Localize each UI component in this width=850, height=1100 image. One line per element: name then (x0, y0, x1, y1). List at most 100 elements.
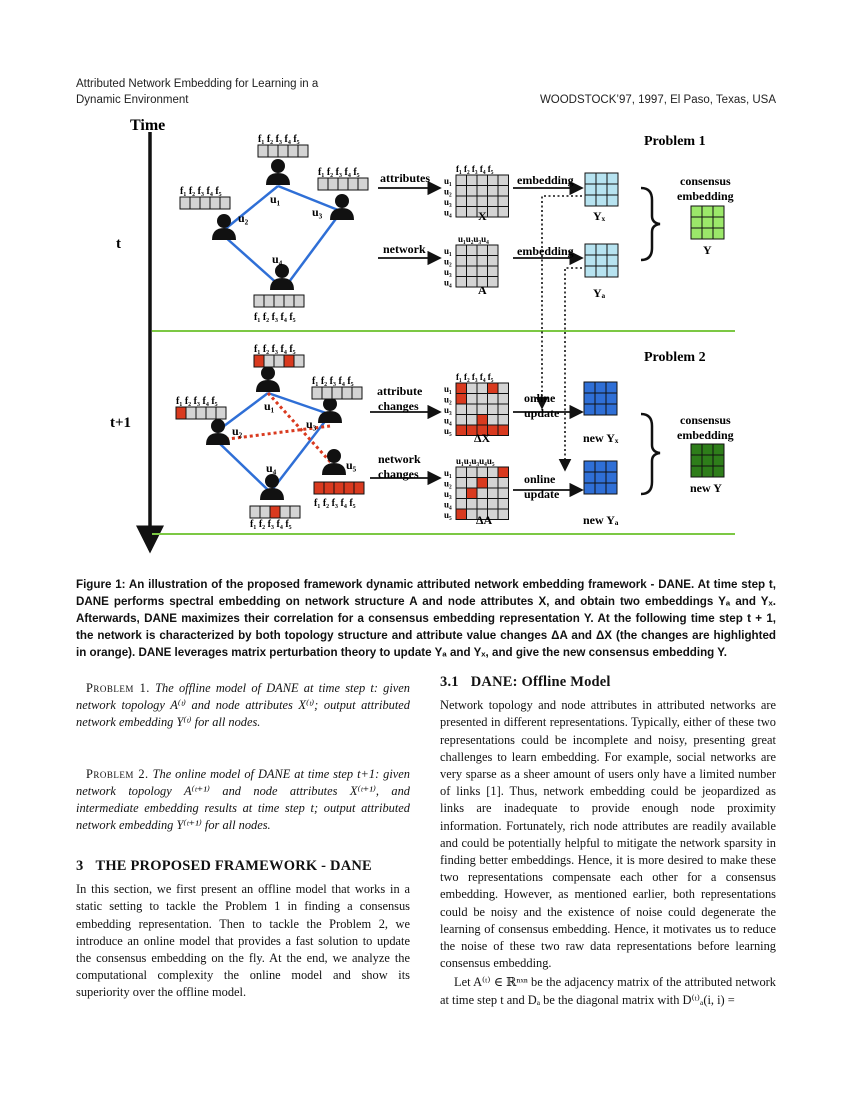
online-update-label-x-1: online (524, 391, 556, 405)
matrix-cell (466, 276, 478, 288)
node-label-u2-t1: u₂ (232, 424, 243, 438)
matrix-cell (595, 183, 608, 196)
matrix-cell (455, 508, 467, 520)
svg-text:f₁ f₂ f₃ f₄ f₅: f₁ f₂ f₃ f₄ f₅ (258, 134, 300, 145)
header-title-line1: Attributed Network Embedding for Learnin… (76, 78, 319, 90)
attribute-cell (263, 354, 275, 368)
a-matrix-col-labels: u₁u₂u₃u₄ (458, 234, 489, 244)
matrix-X-label: X (478, 209, 487, 223)
t1-label: t+1 (110, 415, 131, 431)
matrix-delta-A (455, 466, 509, 520)
matrix-A (455, 244, 499, 288)
matrix-new-Y (690, 443, 725, 478)
attribute-cell (267, 144, 279, 158)
matrix-cell (584, 254, 597, 267)
attributes-label: attributes (380, 171, 430, 185)
attribute-cell (333, 481, 345, 495)
matrix-cell (476, 174, 488, 186)
matrix-cell (476, 382, 488, 394)
matrix-cell (455, 487, 467, 499)
row-label: u₁ (444, 176, 452, 186)
matrix-new-YA-label: new Yₐ (583, 513, 619, 527)
matrix-cell (583, 471, 596, 484)
matrix-cell (594, 471, 607, 484)
matrix-cell (583, 392, 596, 405)
matrix-cell (455, 265, 467, 277)
attribute-cell (269, 505, 281, 519)
matrix-Y-label: Y (703, 243, 712, 257)
matrix-cell (487, 255, 499, 267)
matrix-cell (455, 206, 467, 218)
row-label: u₄ (444, 500, 452, 510)
problem1-statement: Problem 1. The offline model of DANE at … (76, 680, 410, 732)
matrix-cell (497, 424, 509, 436)
attribute-cell (179, 196, 191, 210)
matrix-cell (605, 403, 618, 416)
node-label-u3: u₃ (312, 205, 323, 219)
matrix-cell (712, 227, 725, 240)
matrix-new-YX-label: new Yₓ (583, 431, 619, 445)
matrix-cell (594, 381, 607, 394)
matrix-cell (466, 382, 478, 394)
matrix-cell (497, 403, 509, 415)
user-icon-u1-t1 (256, 366, 280, 392)
network-label: network (383, 242, 426, 256)
matrix-cell (712, 205, 725, 218)
t-label: t (116, 236, 121, 252)
row-label: u₃ (444, 489, 452, 499)
matrix-cell (466, 185, 478, 197)
node-label-u5-t1: u₅ (346, 458, 357, 472)
matrix-cell (487, 403, 499, 415)
matrix-cell (466, 393, 478, 405)
matrix-cell (476, 466, 488, 478)
attribute-cell (293, 294, 305, 308)
matrix-cell (476, 403, 488, 415)
matrix-cell (487, 276, 499, 288)
attribute-changes-label-2: changes (378, 399, 419, 413)
matrix-cell (455, 244, 467, 256)
figure-caption: Figure 1: An illustration of the propose… (76, 578, 776, 659)
matrix-cell (606, 243, 619, 256)
matrix-cell (455, 276, 467, 288)
problem1-label-text: Problem 1. (86, 681, 150, 695)
matrix-cell (497, 477, 509, 489)
attr-labels-u4-t: f₁ f₂ f₃ f₄ f₅ (254, 312, 296, 323)
row-label: u₃ (444, 267, 452, 277)
attribute-cell (273, 294, 285, 308)
attr-labels-u4-t1: f₁ f₂ f₃ f₄ f₅ (250, 519, 292, 530)
attr-labels-u1-t1: f₁ f₂ f₃ f₄ f₅ (254, 344, 296, 355)
attribute-cell (185, 406, 197, 420)
matrix-cell (583, 460, 596, 473)
row-label: u₁ (444, 384, 452, 394)
attribute-cell (327, 177, 339, 191)
matrix-cell (595, 172, 608, 185)
dx-matrix-col-labels: f₁ f₂ f₃ f₄ f₅ (456, 372, 494, 382)
row-label: u₄ (444, 416, 452, 426)
matrix-cell (455, 466, 467, 478)
matrix-Y (690, 205, 725, 240)
matrix-cell (487, 195, 499, 207)
problem1-text: The offline model of DANE at time step t… (76, 681, 410, 730)
header-title-line2: Dynamic Environment (76, 94, 189, 106)
x-matrix-row-labels: u₁u₂u₃u₄ (444, 176, 452, 218)
matrix-cell (594, 460, 607, 473)
matrix-cell (594, 392, 607, 405)
matrix-cell (487, 206, 499, 218)
matrix-cell (466, 487, 478, 499)
user-icon-u3-t1 (318, 397, 342, 423)
matrix-cell (455, 195, 467, 207)
attribute-cell (289, 505, 301, 519)
matrix-cell (584, 194, 597, 207)
matrix-cell (583, 381, 596, 394)
matrix-cell (497, 185, 509, 197)
matrix-cell (583, 482, 596, 495)
attribute-cell (331, 386, 343, 400)
matrix-cell (466, 206, 478, 218)
matrix-cell (476, 477, 488, 489)
matrix-cell (584, 172, 597, 185)
user-icon-u4 (270, 264, 294, 290)
matrix-cell (497, 487, 509, 499)
